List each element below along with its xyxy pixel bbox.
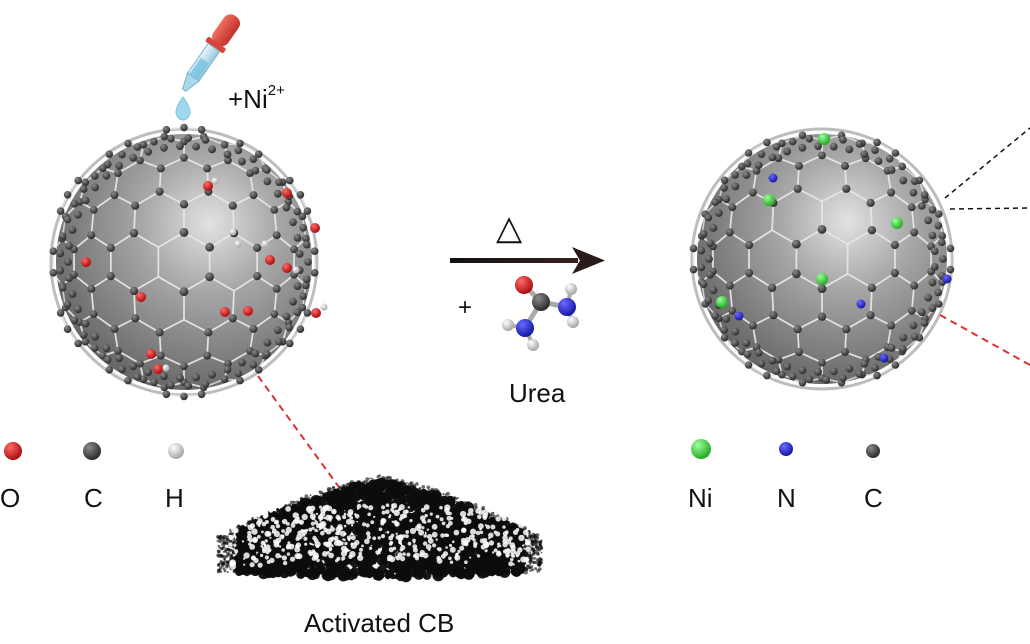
legend-swatch-carbon-right	[866, 444, 880, 458]
heat-symbol: △	[496, 209, 523, 247]
ni-ion-label: +Ni2+	[228, 82, 285, 115]
zoom-guide-line-black-2	[949, 207, 1030, 210]
activated-carbon-black-pile	[216, 474, 544, 583]
legend-label-carbon-right: C	[864, 483, 883, 513]
dropper-icon	[181, 14, 240, 92]
legend-label-carbon: C	[84, 483, 103, 513]
legend-label-oxygen: O	[0, 483, 21, 513]
legend-label-nitrogen: N	[777, 483, 796, 513]
legend-label-nickel: Ni	[688, 483, 713, 513]
legend-swatch-nickel	[691, 439, 711, 459]
zoom-guide-line-red-right	[939, 314, 1030, 366]
urea-label: Urea	[509, 378, 566, 408]
zoom-guide-line-black-1	[944, 127, 1030, 199]
water-drop-icon	[175, 96, 191, 121]
plus-sign: +	[458, 294, 473, 321]
legend-swatches-left	[4, 442, 184, 460]
activated-cb-caption: Activated CB	[304, 608, 455, 638]
carbon-sphere-oxidized	[49, 123, 328, 401]
urea-molecule-icon	[502, 276, 579, 351]
zoom-guide-line-left	[257, 375, 353, 506]
ion-charge: 2+	[267, 82, 285, 99]
carbon-sphere-ni-n-doped	[689, 127, 955, 391]
legend-label-hydrogen: H	[165, 483, 184, 513]
reaction-arrow	[450, 247, 605, 274]
ion-prefix: +Ni	[228, 84, 268, 114]
legend-swatch-nitrogen	[779, 442, 793, 456]
legend-swatch-hydrogen	[168, 443, 184, 459]
legend-swatches-right	[691, 439, 880, 459]
legend-swatch-carbon	[83, 442, 101, 460]
legend-swatch-oxygen	[4, 442, 22, 460]
